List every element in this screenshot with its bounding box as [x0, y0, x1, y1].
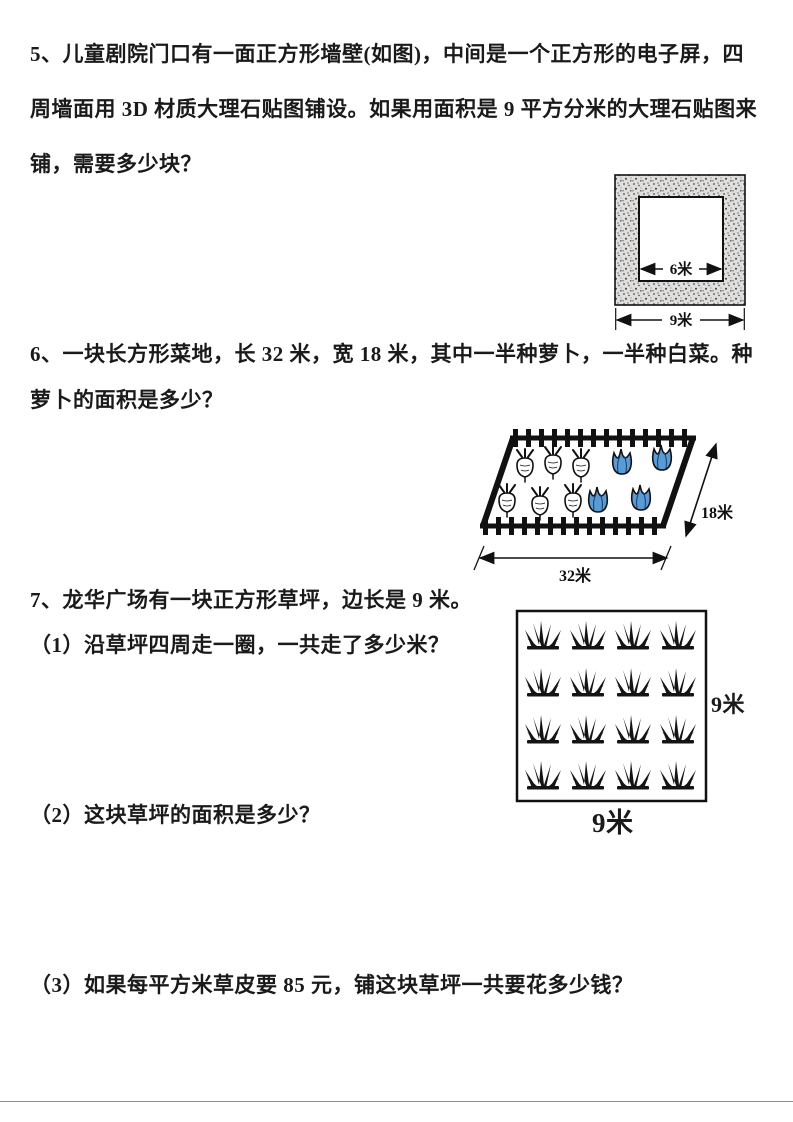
- problem6-text-line2: 萝卜的面积是多少？: [30, 388, 224, 412]
- vegetable-field-diagram: 18米 32米: [455, 418, 765, 598]
- problem7-q1: （1）沿草坪四周走一圈，一共走了多少米？: [30, 633, 450, 657]
- problem7-q2: （2）这块草坪的面积是多少？: [30, 803, 321, 827]
- problem7-q3: （3）如果每平方米草皮要 85 元，铺这块草坪一共要花多少钱？: [30, 973, 634, 997]
- problem5-text-line3: 铺，需要多少块？: [30, 152, 202, 176]
- outer-width-label: 9米: [670, 311, 694, 329]
- width-label: 18米: [701, 503, 734, 522]
- length-arrow: 32米: [473, 545, 672, 585]
- problem7-intro: 7、龙华广场有一块正方形草坪，边长是 9 米。: [30, 588, 472, 612]
- inner-width-arrow: 6米: [639, 260, 723, 278]
- wall-diagram: 6米 9米: [612, 172, 752, 339]
- vegetable-field-svg: 18米 32米: [473, 429, 734, 585]
- width-arrow: 18米: [684, 442, 734, 538]
- problem5-text-line1: 5、儿童剧院门口有一面正方形墙壁(如图)，中间是一个正方形的电子屏，四: [30, 42, 744, 66]
- problem6-text-line1: 6、一块长方形菜地，长 32 米，宽 18 米，其中一半种萝卜，一半种白菜。种: [30, 342, 753, 366]
- wall-diagram-svg: 6米 9米: [614, 174, 746, 330]
- radish-group: [498, 445, 590, 521]
- page-bottom-rule: [0, 1101, 793, 1102]
- lawn-border: [515, 609, 708, 803]
- length-label: 32米: [559, 566, 592, 585]
- inner-width-label: 6米: [670, 260, 694, 278]
- lawn-bottom-label: 9米: [592, 808, 634, 838]
- outer-width-arrow: 9米: [615, 308, 745, 330]
- lawn-side-label: 9米: [711, 692, 746, 717]
- lawn-diagram-svg: [515, 609, 708, 803]
- cabbage-group: [587, 444, 673, 513]
- lawn-diagram: [515, 609, 710, 811]
- problem5-text-line2: 周墙面用 3D 材质大理石贴图铺设。如果用面积是 9 平方分米的大理石贴图来: [30, 97, 758, 121]
